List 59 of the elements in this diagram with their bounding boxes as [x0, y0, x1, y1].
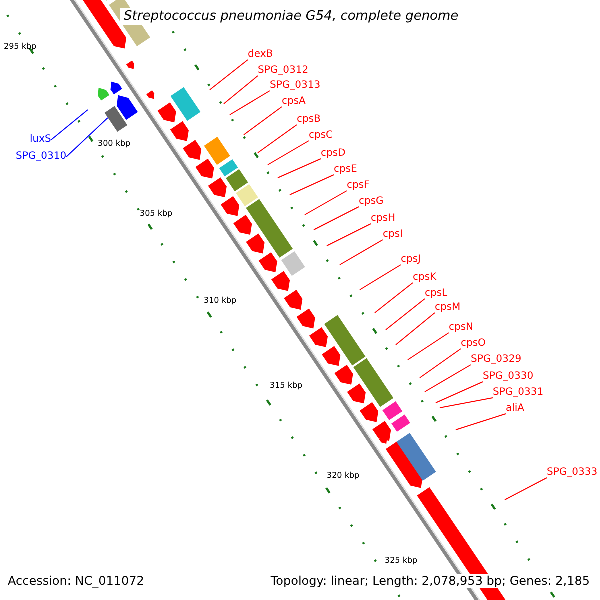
gene-label: cpsM [435, 302, 461, 314]
gene-label: cpsN [449, 322, 474, 334]
genome-info-text: Topology: linear; Length: 2,078,953 bp; Genes: 2,185 [270, 574, 590, 588]
gene-label: cpsO [461, 338, 486, 350]
gene-label: cpsJ [401, 254, 422, 266]
gene-label: SPG_0330 [483, 371, 534, 383]
gene-label: luxS [30, 134, 52, 146]
tick-label: 325 kbp [385, 556, 418, 566]
leader-line [408, 332, 450, 360]
leader-line [268, 140, 310, 166]
leader-line [304, 190, 348, 216]
tick-label: 310 kbp [204, 296, 237, 306]
gene-label: aliA [506, 403, 525, 415]
tick-label: 320 kbp [327, 471, 360, 481]
gene-label: cpsE [334, 164, 358, 176]
gene-label: SPG_0329 [471, 354, 522, 366]
gene-label: cpsL [425, 288, 448, 300]
leader-line [258, 124, 298, 154]
gene-label: SPG_0312 [258, 65, 309, 77]
gene-label: cpsI [383, 229, 404, 241]
leader-line [374, 282, 414, 314]
tick-label: 315 kbp [270, 381, 303, 391]
gene-label: cpsB [297, 114, 321, 126]
gene-label: dexB [248, 49, 274, 61]
leader-line [424, 364, 472, 392]
leader-line [440, 398, 494, 408]
leader-line [66, 118, 108, 158]
gene-label: cpsA [282, 96, 306, 108]
leader-line [396, 312, 436, 346]
leader-line [230, 90, 270, 116]
tick-label: 300 kbp [98, 139, 131, 149]
gene-label: SPG_0310 [16, 151, 67, 163]
leader-line [290, 174, 334, 196]
accession-text: Accession: NC_011072 [8, 574, 144, 588]
gene-label: SPG_0333 [547, 467, 598, 479]
gene-label: SPG_0331 [493, 387, 544, 399]
gene-label: cpsK [413, 272, 437, 284]
leader-line [210, 60, 248, 90]
leader-line [456, 414, 506, 430]
gene-label: cpsC [309, 130, 334, 142]
leader-line [360, 264, 402, 290]
leader-line [326, 224, 372, 246]
leader-line [436, 382, 484, 404]
gene-label: cpsG [359, 196, 384, 208]
leader-line [278, 158, 322, 178]
gene-label: cpsD [321, 148, 346, 160]
tick-label: 295 kbp [4, 42, 37, 52]
leader-line [386, 298, 426, 330]
leader-line [314, 206, 360, 230]
gene-label: cpsH [371, 213, 396, 225]
leader-line [504, 478, 548, 500]
leader-line [244, 106, 282, 136]
leader-line [224, 76, 258, 104]
gene-label: SPG_0313 [270, 80, 321, 92]
leader-line [50, 110, 88, 140]
leader-line [340, 240, 384, 266]
tick-label: 305 kbp [140, 209, 173, 219]
leader-line [420, 348, 462, 378]
gene-label: cpsF [347, 180, 370, 192]
